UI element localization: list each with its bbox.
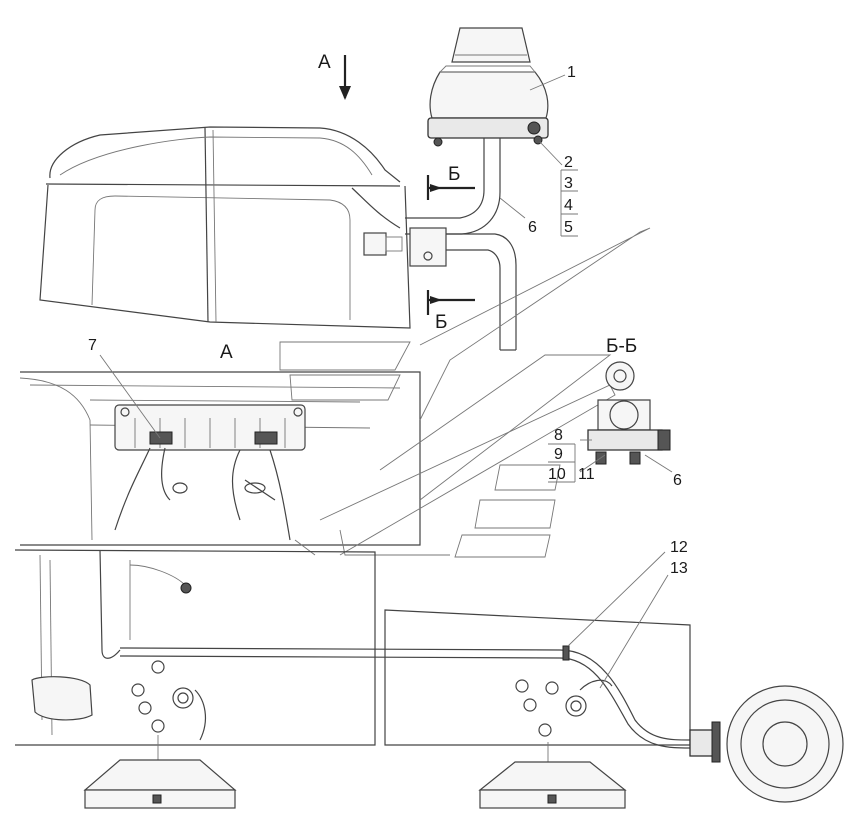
label-part-12: 12: [670, 539, 688, 556]
label-part-2: 2: [564, 154, 573, 171]
leader-part-13: [599, 574, 669, 689]
cab-wire: [351, 187, 401, 229]
round-lamp: [689, 685, 844, 803]
frame-sockets-left: [131, 660, 207, 741]
leader-part-6-top: [499, 197, 526, 219]
view-a-arrow: [339, 55, 351, 100]
label-part-3: 3: [564, 175, 573, 192]
label-view-a: А: [220, 342, 233, 363]
label-section-bb: Б-Б: [606, 336, 637, 357]
callout-projection-lines: [279, 227, 651, 558]
label-part-10: 10: [548, 466, 566, 483]
leader-part-12: [567, 551, 666, 647]
view-a-panel: [19, 371, 421, 546]
label-section-b-upper: Б: [448, 164, 460, 185]
leader-part-2: [539, 141, 563, 166]
mounting-tube: [405, 138, 517, 351]
stack-lines-2-5: [560, 169, 578, 237]
section-bb-detail: [580, 361, 671, 465]
label-part-4: 4: [564, 197, 573, 214]
leader-part-1: [529, 74, 566, 91]
stack-lines-8-10: [548, 443, 576, 483]
leader-part-11: [579, 454, 606, 473]
leader-part-7: [99, 354, 161, 439]
rear-lamp-right: [478, 742, 627, 809]
label-part-11: 11: [578, 466, 595, 483]
frame-sockets-right: [515, 679, 587, 737]
rear-lamp-left: [83, 735, 237, 809]
cab-roof-outline: [39, 126, 411, 329]
section-b-arrow-lower: [426, 290, 475, 315]
label-part-8: 8: [554, 427, 563, 444]
label-view-a-top: А: [318, 52, 331, 73]
label-part-5: 5: [564, 219, 573, 236]
cab-connector: [363, 232, 403, 256]
label-part-6-top: 6: [528, 219, 537, 236]
wire-to-round-lamp: [559, 645, 691, 749]
label-part-6-section: 6: [673, 472, 682, 489]
label-part-7: 7: [88, 337, 97, 354]
leader-part-6-section: [644, 454, 673, 473]
truck-frame-side: [14, 549, 691, 746]
label-section-b-lower: Б: [435, 312, 447, 333]
label-part-13: 13: [670, 560, 688, 577]
beacon-lamp: [427, 27, 549, 147]
label-part-9: 9: [554, 446, 563, 463]
label-part-1: 1: [567, 64, 576, 81]
section-b-arrow-upper: [426, 175, 475, 200]
